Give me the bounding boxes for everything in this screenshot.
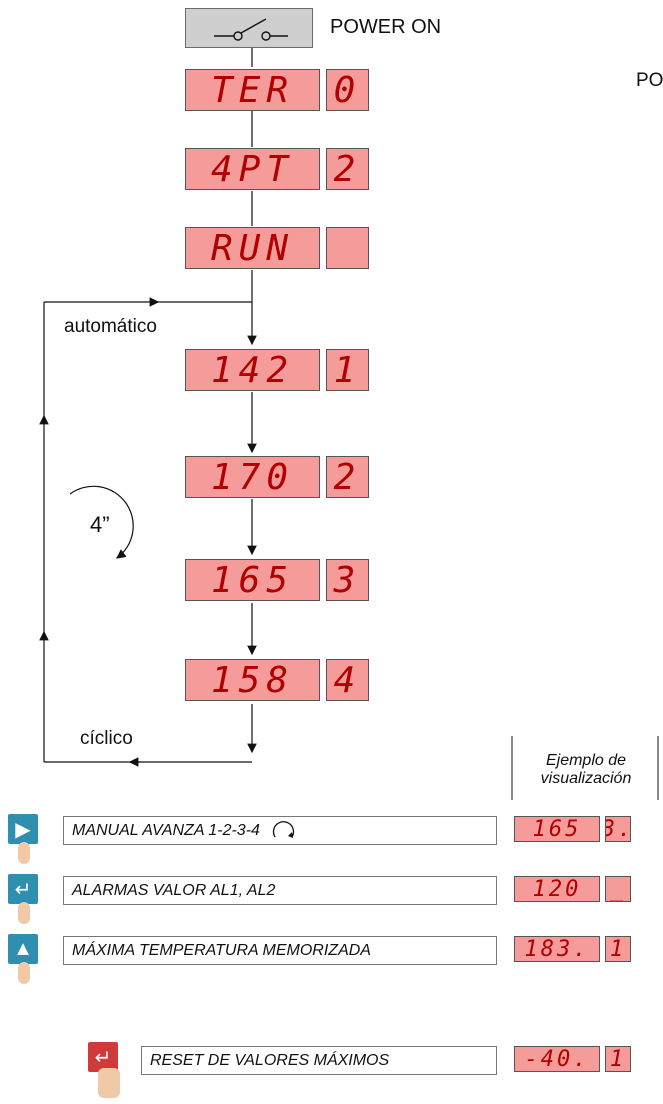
display-ypt-side: 2 — [326, 148, 369, 190]
display-ch2-side: 2 — [326, 456, 369, 498]
example-disp-1-main: 165 — [514, 816, 600, 842]
hand-icon — [18, 962, 30, 984]
hand-icon — [18, 902, 30, 924]
hand-icon — [98, 1068, 120, 1098]
switch-icon — [214, 18, 288, 41]
display-ch2-main: 170 — [185, 456, 320, 498]
action-reset: RESET DE VALORES MÁXIMOS — [141, 1046, 497, 1075]
auto-label: automático — [64, 316, 157, 337]
display-ter-main: TER — [185, 69, 320, 111]
example-disp-4-main: -40. — [514, 1046, 600, 1072]
example-disp-2-side: _ — [605, 876, 631, 902]
play-right-icon[interactable]: ▶ — [8, 814, 38, 844]
action-max-temp-label: MÁXIMA TEMPERATURA MEMORIZADA — [72, 941, 371, 959]
action-alarms-label: ALARMAS VALOR AL1, AL2 — [72, 881, 276, 899]
action-max-temp: MÁXIMA TEMPERATURA MEMORIZADA — [63, 936, 497, 965]
example-disp-2-main: 120 — [514, 876, 600, 902]
action-manual: MANUAL AVANZA 1-2-3-4 — [63, 816, 497, 845]
display-ter-side: 0 — [326, 69, 369, 111]
action-reset-label: RESET DE VALORES MÁXIMOS — [150, 1051, 390, 1069]
power-switch[interactable] — [185, 8, 313, 48]
display-ch4-side: 4 — [326, 659, 369, 701]
hand-icon — [18, 842, 30, 864]
example-title: Ejemplo de visualización — [514, 752, 658, 788]
display-run-main: RUN — [185, 227, 320, 269]
up-triangle-icon[interactable]: ▲ — [8, 934, 38, 964]
display-ch1-main: 142 — [185, 349, 320, 391]
display-ch3-side: 3 — [326, 559, 369, 601]
action-manual-label: MANUAL AVANZA 1-2-3-4 — [72, 821, 260, 839]
example-title-line2: visualización — [540, 770, 632, 787]
example-disp-4-side: 1 — [605, 1046, 631, 1072]
reset-enter-icon[interactable]: ↵ — [88, 1042, 118, 1072]
example-disp-1-side: 3. — [605, 816, 631, 842]
example-disp-3-main: 183. — [514, 936, 600, 962]
example-disp-3-side: 1 — [605, 936, 631, 962]
display-ch4-main: 158 — [185, 659, 320, 701]
display-ch3-main: 165 — [185, 559, 320, 601]
display-ypt-main: 4PT — [185, 148, 320, 190]
power-cut-label: PO — [636, 70, 663, 91]
cycle-time-label: 4” — [90, 512, 110, 537]
cycle-arrow-icon — [272, 820, 295, 838]
display-run-side — [326, 227, 369, 269]
display-ch1-side: 1 — [326, 349, 369, 391]
example-title-line1: Ejemplo de — [545, 752, 627, 769]
enter-icon[interactable]: ↵ — [8, 874, 38, 904]
cyclic-label: cíclico — [80, 728, 133, 749]
power-on-label: POWER ON — [330, 16, 442, 38]
action-alarms: ALARMAS VALOR AL1, AL2 — [63, 876, 497, 905]
